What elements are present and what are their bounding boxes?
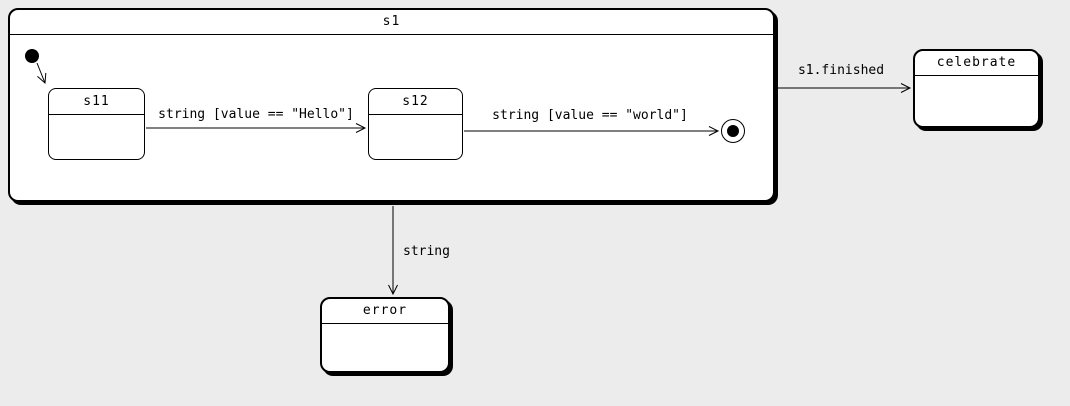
state-s1-title: s1 [10, 10, 773, 35]
transition-label-s11-to-s12: string [value == "Hello"] [158, 107, 354, 122]
state-s12-title: s12 [369, 89, 462, 115]
state-celebrate-title: celebrate [915, 51, 1038, 76]
state-s11-title: s11 [49, 89, 144, 115]
state-celebrate[interactable]: celebrate [913, 49, 1040, 128]
state-s12[interactable]: s12 [368, 88, 463, 160]
state-s11[interactable]: s11 [48, 88, 145, 160]
transition-label-s12-to-final: string [value == "world"] [492, 108, 688, 123]
state-error-title: error [322, 299, 448, 324]
state-error[interactable]: error [320, 297, 450, 373]
transition-label-s1-to-celebrate: s1.finished [797, 63, 885, 78]
transition-label-s1-to-error: string [403, 244, 450, 259]
